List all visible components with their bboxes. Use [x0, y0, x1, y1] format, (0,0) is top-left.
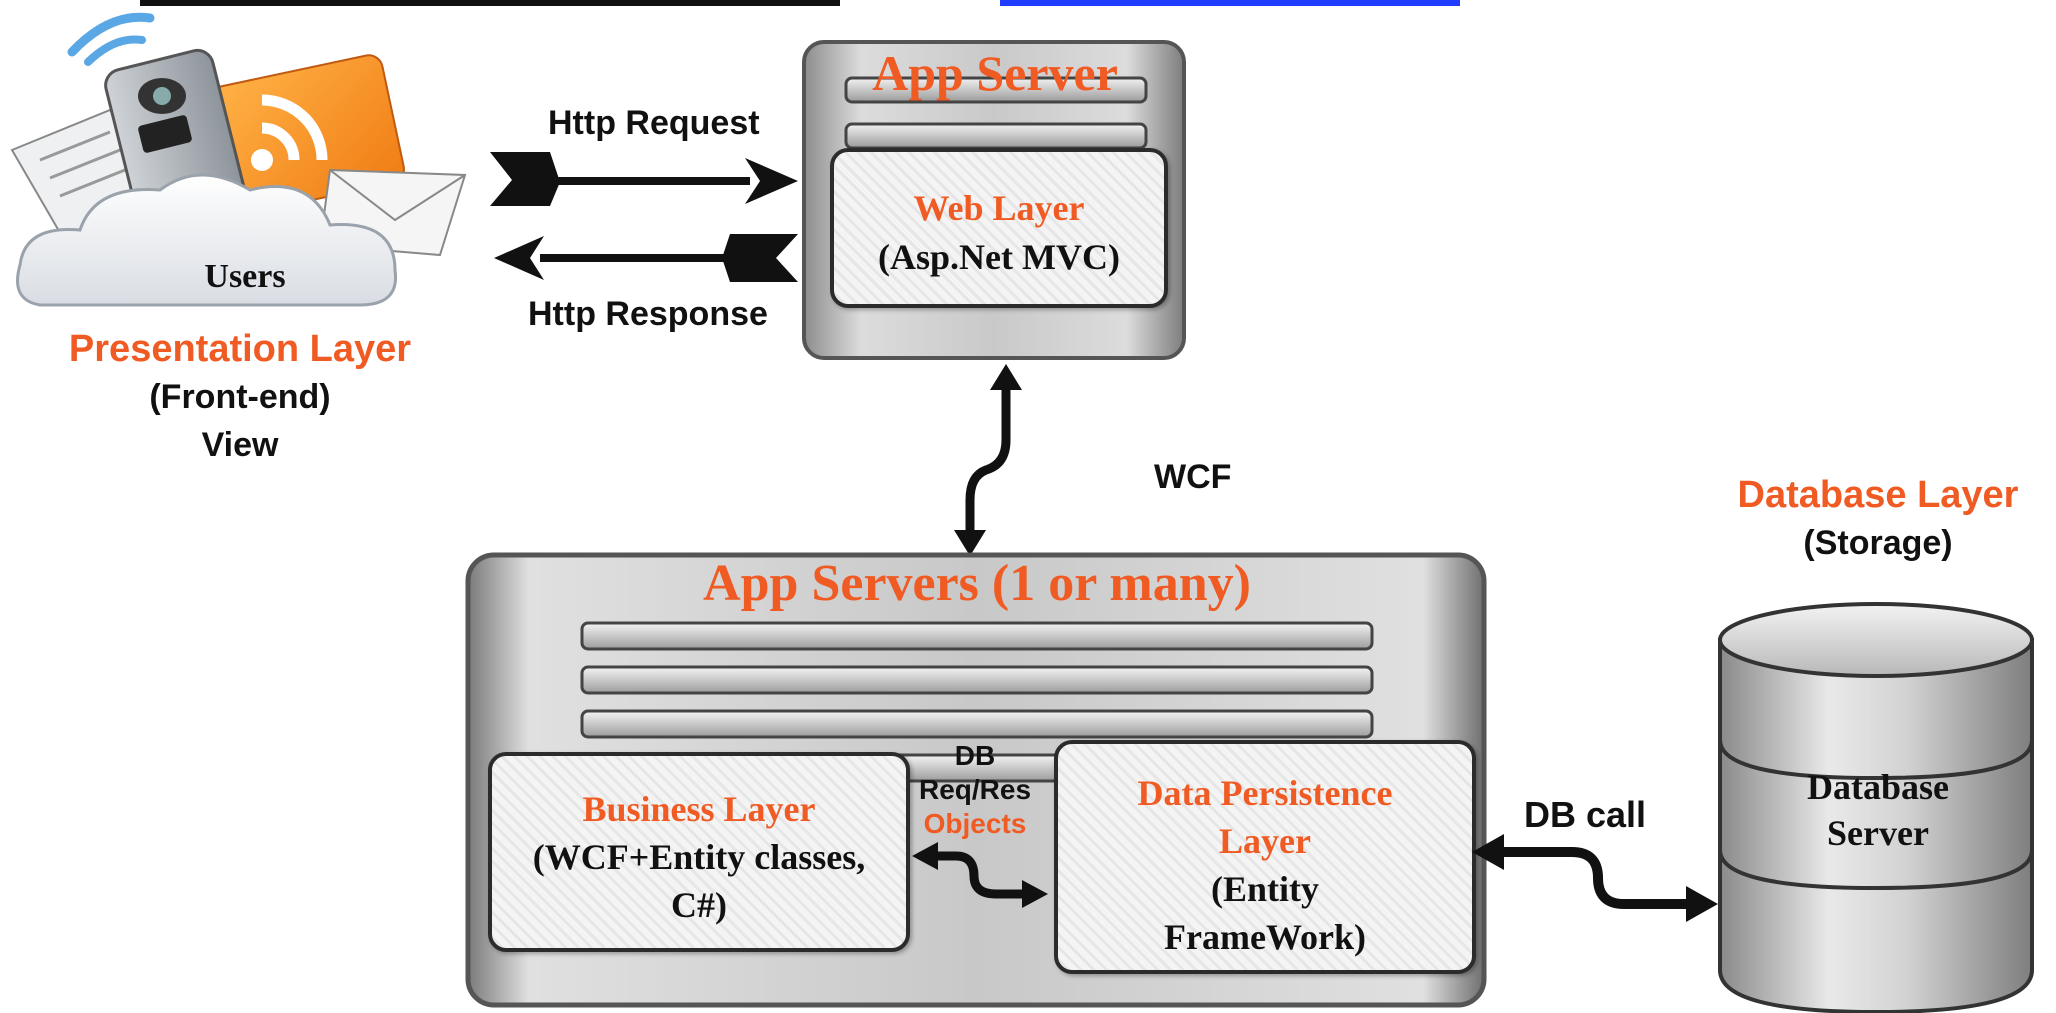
users-cloud-icon — [10, 12, 467, 307]
business-layer-box — [488, 752, 910, 952]
database-server-line2: Server — [1827, 813, 1929, 853]
presentation-layer-sub2: View — [201, 426, 279, 464]
business-persistence-arrow — [912, 842, 1048, 908]
http-arrows — [490, 152, 798, 282]
data-persistence-line1: Data Persistence — [1137, 773, 1393, 813]
http-response-label: Http Response — [528, 295, 768, 333]
db-objects-line3: Objects — [923, 808, 1027, 839]
business-layer-title: Business Layer — [582, 789, 816, 829]
http-request-arrow — [490, 152, 798, 206]
database-layer-title: Database Layer — [1737, 474, 2019, 516]
database-cylinder-icon — [1718, 602, 2034, 1013]
web-layer-title: Web Layer — [913, 188, 1085, 228]
header-cropped — [140, 0, 1460, 6]
wcf-connector-arrow — [954, 364, 1022, 556]
db-objects-line2: Req/Res — [918, 774, 1032, 805]
web-layer-box — [830, 148, 1168, 308]
business-layer-sub1: (WCF+Entity classes, — [532, 837, 866, 877]
db-call-arrow — [1472, 834, 1718, 922]
app-server-title: App Server — [872, 45, 1118, 101]
database-server-line1: Database — [1807, 767, 1949, 807]
app-servers-title: App Servers (1 or many) — [703, 555, 1251, 612]
presentation-layer-title: Presentation Layer — [68, 328, 412, 370]
business-layer-sub2: C#) — [671, 885, 727, 925]
data-persistence-box — [1054, 740, 1476, 974]
data-persistence-line4: FrameWork) — [1164, 917, 1366, 957]
database-layer-sub: (Storage) — [1803, 524, 1953, 562]
data-persistence-line2: Layer — [1219, 821, 1311, 861]
db-objects-line1: DB — [954, 740, 996, 771]
http-request-label: Http Request — [548, 104, 760, 142]
data-persistence-line3: (Entity — [1211, 869, 1319, 909]
web-layer-tech: (Asp.Net MVC) — [878, 237, 1120, 277]
users-label: Users — [204, 258, 286, 295]
presentation-layer-sub1: (Front-end) — [149, 378, 331, 416]
wcf-label: WCF — [1154, 458, 1232, 496]
http-response-arrow — [494, 234, 798, 282]
db-call-label: DB call — [1524, 794, 1647, 835]
